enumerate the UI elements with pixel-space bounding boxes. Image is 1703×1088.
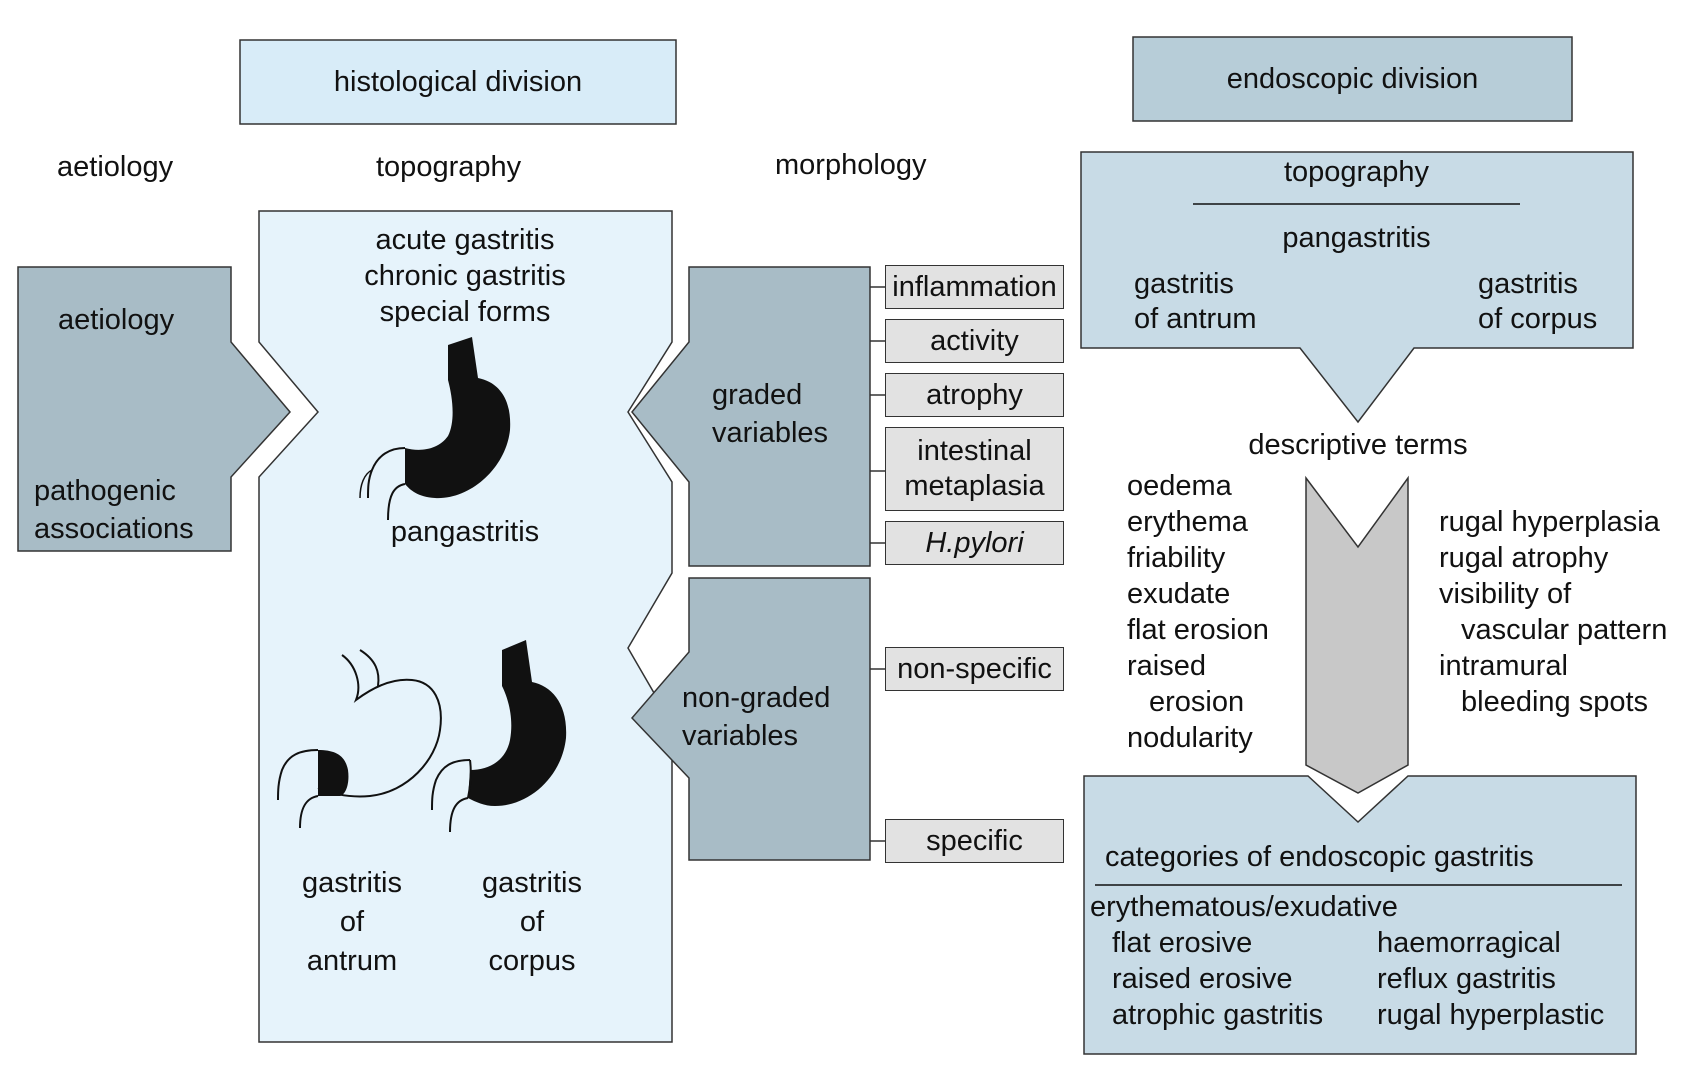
endoscopic-division-header: endoscopic division	[1133, 37, 1572, 121]
term-rugal-atrophy: rugal atrophy	[1439, 542, 1609, 574]
histological-header-bg	[239, 39, 677, 125]
category-haemorragical: haemorragical	[1377, 927, 1561, 959]
specific-box: specific	[885, 819, 1064, 863]
column-aetiology: aetiology	[57, 151, 174, 183]
aetiology-box-title: aetiology	[58, 304, 175, 336]
stomach-corpus-icon	[431, 640, 567, 833]
antrum-label-3: antrum	[306, 945, 398, 977]
category-rugal-hyperplastic: rugal hyperplastic	[1377, 999, 1605, 1031]
activity-box: activity	[885, 319, 1064, 363]
term-rugal-hyperplasia: rugal hyperplasia	[1439, 506, 1660, 538]
category-reflux-gastritis: reflux gastritis	[1377, 963, 1556, 995]
special-forms-label: special forms	[379, 296, 551, 328]
chronic-gastritis-label: chronic gastritis	[364, 260, 566, 292]
intestinal-metaplasia-box: intestinal metaplasia	[885, 427, 1064, 511]
term-friability: friability	[1127, 542, 1226, 574]
categories-title: categories of endoscopic gastritis	[1105, 841, 1534, 873]
non-graded-label-2: variables	[682, 720, 799, 752]
column-morphology: morphology	[775, 149, 927, 181]
category-raised-erosive: raised erosive	[1112, 963, 1293, 995]
category-flat-erosive: flat erosive	[1112, 927, 1253, 959]
antrum-label-1: gastritis	[302, 867, 402, 899]
non-graded-label-1: non-graded	[682, 682, 831, 714]
endo-antrum-label-2: of antrum	[1134, 303, 1257, 335]
graded-variables-shape	[631, 266, 871, 567]
column-topography: topography	[376, 151, 522, 183]
endoscopic-division-label: endoscopic division	[1226, 62, 1479, 95]
h-pylori-label: H.pylori	[925, 526, 1024, 559]
acute-gastritis-label: acute gastritis	[375, 224, 555, 256]
categories-shape	[1083, 775, 1637, 1055]
endo-topography-shape	[1080, 151, 1634, 424]
endo-corpus-label-1: gastritis	[1478, 268, 1578, 300]
category-atrophic-gastritis: atrophic gastritis	[1112, 999, 1324, 1031]
term-exudate: exudate	[1127, 578, 1231, 610]
term-bleeding-spots: bleeding spots	[1461, 686, 1649, 718]
endo-topography-title: topography	[1283, 156, 1430, 188]
term-oedema: oedema	[1127, 470, 1232, 502]
endoscopic-header-bg	[1132, 36, 1573, 122]
term-erythema: erythema	[1127, 506, 1248, 538]
term-erosion: erosion	[1149, 686, 1245, 718]
endo-corpus-label-2: of corpus	[1478, 303, 1598, 335]
specific-label: specific	[926, 824, 1023, 857]
non-specific-label: non-specific	[897, 652, 1052, 685]
atrophy-box: atrophy	[885, 373, 1064, 417]
term-intramural: intramural	[1439, 650, 1568, 682]
term-raised: raised	[1127, 650, 1206, 682]
associations-label: associations	[34, 513, 194, 545]
endo-antrum-label-1: gastritis	[1134, 268, 1234, 300]
stomach-pangastritis-icon	[359, 337, 511, 521]
inflammation-label: inflammation	[892, 270, 1057, 303]
descriptive-arrow-shape	[1305, 475, 1409, 794]
endo-pangastritis-label: pangastritis	[1282, 222, 1431, 254]
histological-division-label: histological division	[333, 65, 583, 98]
inflammation-box: inflammation	[885, 265, 1064, 309]
term-visibility-of: visibility of	[1439, 578, 1572, 610]
pathogenic-label: pathogenic	[34, 475, 176, 507]
non-graded-variables-shape	[630, 577, 871, 861]
stomach-antrum-icon	[277, 649, 442, 829]
term-flat-erosion: flat erosion	[1127, 614, 1269, 646]
term-vascular-pattern: vascular pattern	[1461, 614, 1668, 646]
antrum-label-2: of	[339, 906, 365, 938]
topography-panel-shape	[258, 210, 673, 1043]
term-nodularity: nodularity	[1127, 722, 1253, 754]
corpus-label-2: of	[519, 906, 545, 938]
h-pylori-box: H.pylori	[885, 521, 1064, 565]
descriptive-terms-title: descriptive terms	[1248, 429, 1468, 461]
pangastritis-label: pangastritis	[390, 516, 540, 548]
activity-label: activity	[930, 324, 1019, 357]
corpus-label-3: corpus	[488, 945, 576, 977]
histological-division-header: histological division	[240, 40, 676, 124]
atrophy-label: atrophy	[926, 378, 1023, 411]
graded-label-1: graded	[712, 379, 803, 411]
category-erythematous-exudative: erythematous/exudative	[1090, 891, 1398, 923]
graded-label-2: variables	[712, 417, 829, 449]
intestinal-metaplasia-label: intestinal metaplasia	[904, 435, 1045, 502]
non-specific-box: non-specific	[885, 647, 1064, 691]
aetiology-arrow-shape	[17, 266, 291, 552]
corpus-label-1: gastritis	[482, 867, 582, 899]
